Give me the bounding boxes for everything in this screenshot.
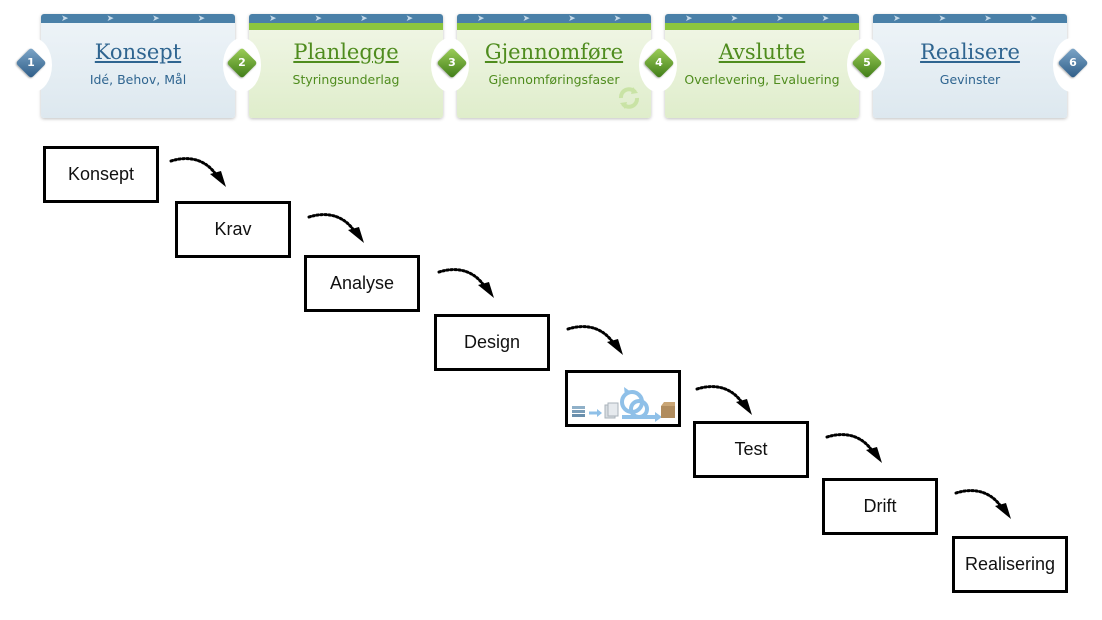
phase-title[interactable]: Planlegge	[293, 40, 399, 64]
phase-title[interactable]: Gjennomføre	[484, 40, 624, 64]
phase-planlegge[interactable]: ➤➤➤➤ Planlegge Styringsunderlag	[249, 14, 443, 118]
phase-subtitle: Overlevering, Evaluering	[684, 72, 840, 87]
phase-number: 2	[238, 56, 246, 69]
arrow-icon	[169, 157, 226, 187]
phase-top-bar	[41, 14, 235, 23]
phase-subtitle: Gevinster	[939, 72, 1001, 87]
phase-top-bar	[665, 14, 859, 23]
arrow-icon	[566, 325, 623, 355]
arrow-icon	[954, 489, 1011, 519]
phase-number: 1	[27, 56, 35, 69]
phase-title[interactable]: Konsept	[94, 40, 182, 64]
step-test[interactable]: Test	[693, 421, 809, 478]
phase-top-bar	[873, 14, 1067, 23]
step-konsept[interactable]: Konsept	[43, 146, 159, 203]
phase-top-bar	[249, 14, 443, 23]
phase-green-bar	[665, 23, 859, 30]
chevron-pattern: ➤➤➤➤	[685, 14, 859, 23]
step-analyse[interactable]: Analyse	[304, 255, 420, 312]
chevron-pattern: ➤➤➤➤	[61, 14, 235, 23]
step-label: Krav	[214, 219, 252, 239]
step-label: Design	[463, 332, 521, 352]
step-realisering[interactable]: Realisering	[952, 536, 1068, 593]
step-design[interactable]: Design	[434, 314, 550, 371]
chevron-pattern: ➤➤➤➤	[477, 14, 651, 23]
phase-subtitle: Idé, Behov, Mål	[89, 72, 187, 87]
phase-green-bar	[249, 23, 443, 30]
step-iterative-development[interactable]	[565, 370, 681, 427]
step-label: Konsept	[67, 164, 135, 184]
step-krav[interactable]: Krav	[175, 201, 291, 258]
phase-subtitle: Gjennomføringsfaser	[488, 72, 620, 87]
iterative-development-icon	[572, 386, 675, 422]
step-label: Realisering	[964, 554, 1056, 574]
cycle-icon	[619, 87, 639, 109]
phase-konsept[interactable]: ➤➤➤➤ Konsept Idé, Behov, Mål	[41, 14, 235, 118]
arrow-icon	[307, 213, 364, 243]
phase-number: 5	[863, 56, 871, 69]
phase-green-bar	[457, 23, 651, 30]
phase-top-bar	[457, 14, 651, 23]
phase-title[interactable]: Avslutte	[718, 40, 806, 64]
chevron-pattern: ➤➤➤➤	[269, 14, 443, 23]
chevron-pattern: ➤➤➤➤	[893, 14, 1067, 23]
arrow-icon	[825, 433, 882, 463]
phase-number: 6	[1069, 56, 1077, 69]
step-drift[interactable]: Drift	[822, 478, 938, 535]
phase-avslutte[interactable]: ➤➤➤➤ Avslutte Overlevering, Evaluering	[665, 14, 859, 118]
phase-title[interactable]: Realisere	[920, 40, 1020, 64]
phase-gjennomfore[interactable]: ➤➤➤➤ Gjennomføre Gjennomføringsfaser	[457, 14, 651, 118]
phase-subtitle: Styringsunderlag	[292, 72, 400, 87]
phase-realisere[interactable]: ➤➤➤➤ Realisere Gevinster	[873, 14, 1067, 118]
arrow-icon	[437, 268, 494, 298]
arrow-icon	[695, 385, 752, 415]
phase-number: 4	[655, 56, 663, 69]
step-label: Analyse	[329, 273, 395, 293]
step-label: Test	[734, 439, 768, 459]
step-label: Drift	[863, 496, 897, 516]
phase-number: 3	[448, 56, 456, 69]
